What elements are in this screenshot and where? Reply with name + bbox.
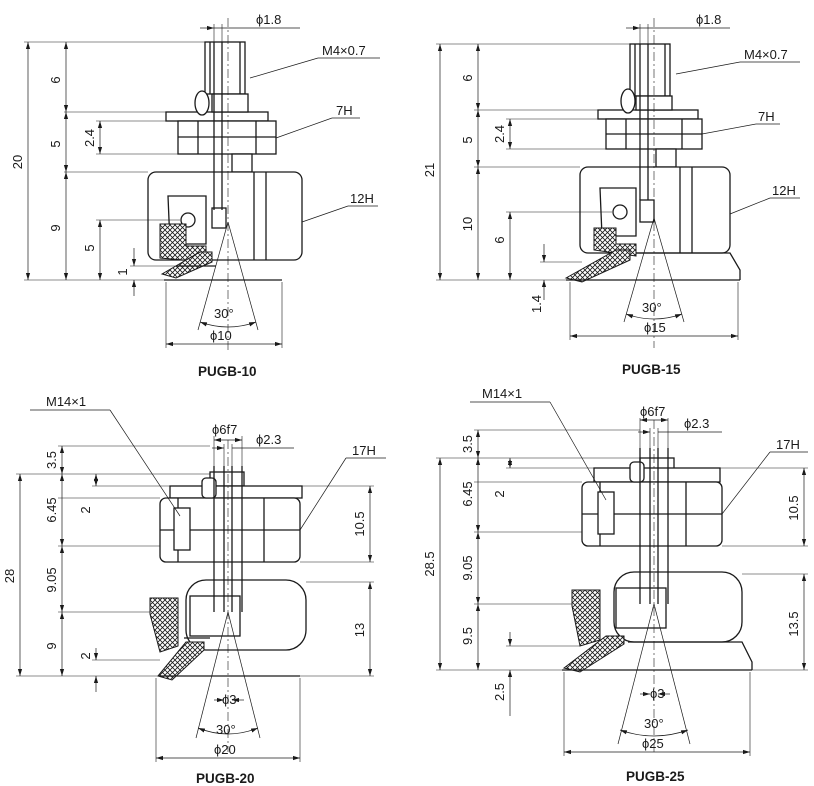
dim-total-height: 28.5 xyxy=(422,551,437,576)
dim-stud-height: 3.5 xyxy=(44,451,59,469)
dim-pad-height: 9 xyxy=(44,642,59,649)
dim-pad-dia: ϕ25 xyxy=(642,736,664,751)
label-nut-hex: 7H xyxy=(758,109,775,124)
dim-hole-dia: ϕ2.3 xyxy=(256,432,281,447)
dim-shaft-dia: ϕ6f7 xyxy=(640,404,665,419)
label-body-hex: 12H xyxy=(350,191,374,206)
dim-stud-height: 3.5 xyxy=(460,435,475,453)
model-title: PUGB-20 xyxy=(196,771,255,786)
dim-nut-height: 6.45 xyxy=(460,481,475,506)
model-title: PUGB-10 xyxy=(198,364,257,379)
dim-lip-height: 1 xyxy=(115,268,130,275)
dim-lip-height: 1.4 xyxy=(529,295,544,313)
label-body-hex: 12H xyxy=(772,183,796,198)
dim-top-hole-dia: ϕ1.8 xyxy=(256,12,281,27)
dim-neck-height: 9.05 xyxy=(460,555,475,580)
dim-cone-angle: 30° xyxy=(644,716,664,731)
dim-top-hole-dia: ϕ1.8 xyxy=(696,12,721,27)
dim-cone-angle: 30° xyxy=(216,722,236,737)
dim-lip-height: 2 xyxy=(78,652,93,659)
dim-collar-height: 2 xyxy=(492,490,507,497)
dim-small-dia: ϕ3 xyxy=(222,692,237,707)
dim-pad-dia: ϕ10 xyxy=(210,328,232,343)
dim-body-right-height: 13 xyxy=(352,623,367,637)
dim-port-height: 5 xyxy=(82,244,97,251)
dim-nut-height: 6.45 xyxy=(44,497,59,522)
dim-pad-dia: ϕ15 xyxy=(644,320,666,335)
dim-total-height: 20 xyxy=(10,155,25,169)
label-thread: M14×1 xyxy=(46,394,86,409)
dim-shaft-dia: ϕ6f7 xyxy=(212,422,237,437)
dim-nut-right-height: 10.5 xyxy=(786,495,801,520)
drawing-pugb-10: 20 6 5 9 2.4 5 1 ϕ1.8 M4×0.7 7H 12H xyxy=(10,12,380,379)
model-title: PUGB-25 xyxy=(626,769,685,784)
dim-nut-right-height: 10.5 xyxy=(352,511,367,536)
dim-hex-nut-height: 2.4 xyxy=(492,125,507,143)
dim-pad-height: 9.5 xyxy=(460,627,475,645)
dim-body-height: 9 xyxy=(48,224,63,231)
label-nut-hex: 17H xyxy=(776,437,800,452)
dim-hex-nut-height: 2.4 xyxy=(82,129,97,147)
dim-cone-angle: 30° xyxy=(642,300,662,315)
label-nut-hex: 7H xyxy=(336,103,353,118)
drawing-pugb-25: 28.5 3.5 6.45 9.05 9.5 2 2.5 10.5 13.5 ϕ… xyxy=(422,386,808,784)
dim-pad-dia: ϕ20 xyxy=(214,742,236,757)
label-thread: M4×0.7 xyxy=(744,47,788,62)
model-title: PUGB-15 xyxy=(622,362,681,377)
dim-collar-height: 2 xyxy=(78,506,93,513)
dim-total-height: 21 xyxy=(422,163,437,177)
dim-stud-height: 6 xyxy=(48,76,63,83)
drawing-pugb-15: 21 6 5 10 2.4 6 1.4 ϕ1.8 M4×0.7 7H 12H 3… xyxy=(422,12,800,377)
dim-body-right-height: 13.5 xyxy=(786,611,801,636)
dim-small-dia: ϕ3 xyxy=(650,686,665,701)
dim-lip-height: 2.5 xyxy=(492,683,507,701)
dim-cone-angle: 30° xyxy=(214,306,234,321)
dim-body-height: 10 xyxy=(460,217,475,231)
dim-total-height: 28 xyxy=(2,569,17,583)
dim-stud-height: 6 xyxy=(460,74,475,81)
dim-port-height: 6 xyxy=(492,236,507,243)
dim-neck-height: 9.05 xyxy=(44,567,59,592)
dim-nut-height: 5 xyxy=(460,136,475,143)
drawing-pugb-20: 28 3.5 6.45 9.05 9 2 2 10.5 13 ϕ6f7 ϕ2.3… xyxy=(2,394,386,786)
label-thread: M4×0.7 xyxy=(322,43,366,58)
label-thread: M14×1 xyxy=(482,386,522,401)
label-nut-hex: 17H xyxy=(352,443,376,458)
dim-hole-dia: ϕ2.3 xyxy=(684,416,709,431)
dim-nut-height: 5 xyxy=(48,140,63,147)
